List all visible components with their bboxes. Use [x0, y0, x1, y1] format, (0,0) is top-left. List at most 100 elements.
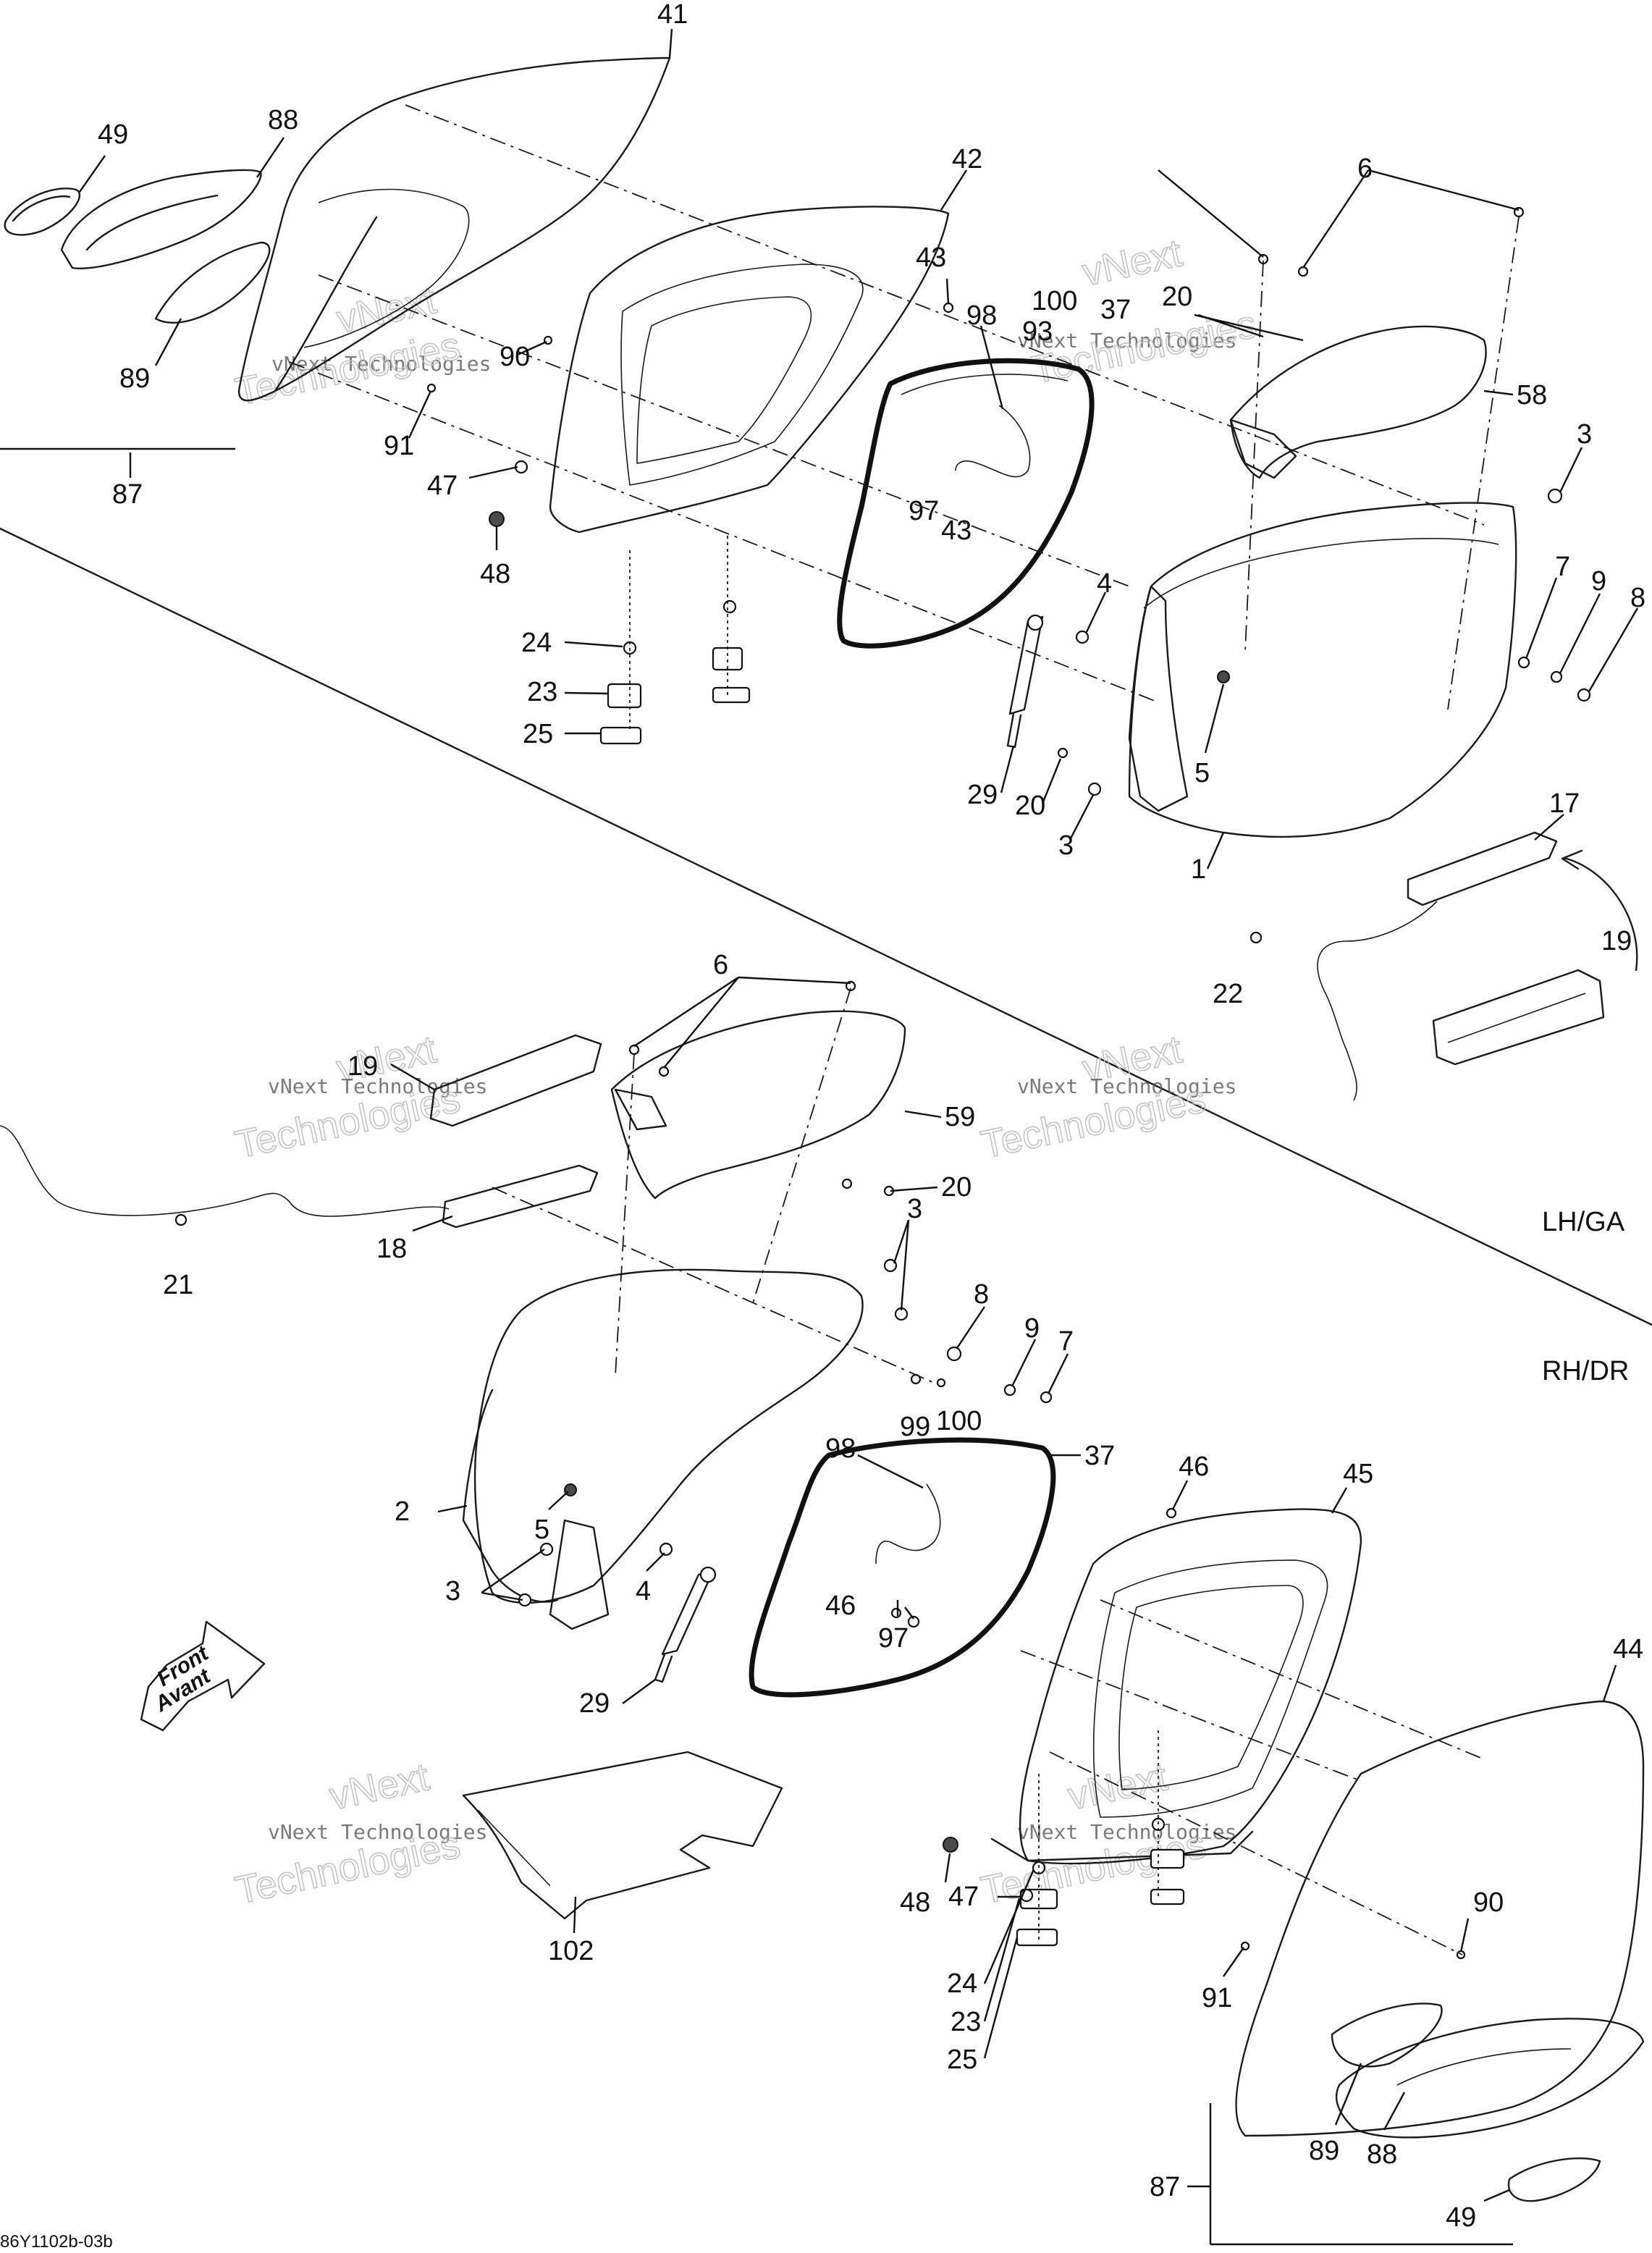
centerline-top-3 — [289, 361, 1159, 703]
part-25-hinge-bottom-2 — [1150, 1888, 1185, 1905]
callout-87: 87 — [112, 479, 143, 510]
part-4-stud-bottom — [659, 1542, 673, 1557]
callout-88: 88 — [268, 105, 298, 135]
centerline-top-1 — [405, 104, 1485, 526]
callout-100-lower: 100 — [936, 1406, 982, 1436]
callout-23: 23 — [527, 677, 557, 707]
part-20-screw-top — [1057, 747, 1069, 759]
callout-20: 20 — [1162, 282, 1192, 312]
part-18-latch-cable — [0, 1125, 450, 1217]
callout-59: 59 — [945, 1102, 975, 1132]
callout-49-lower: 49 — [1446, 2202, 1476, 2233]
lh-label: LH/GA — [1542, 1207, 1625, 1237]
part-98-wire-bottom — [875, 1483, 941, 1565]
callout-89: 89 — [119, 363, 150, 394]
centerline-bottom-4 — [1020, 1650, 1362, 1782]
callout-22: 22 — [1213, 979, 1243, 1009]
part-9-washer-top — [1550, 670, 1563, 683]
callout-5-lower: 5 — [534, 1515, 549, 1545]
part-41-lid-inner — [303, 188, 470, 348]
callout-47: 47 — [427, 471, 458, 501]
part-25-hinge-top — [599, 726, 642, 745]
part-97-connector-bottom — [907, 1615, 920, 1628]
part-3-clip-bottom — [883, 1258, 898, 1273]
part-44-lid-shell — [1235, 1700, 1645, 2137]
part-1-saddlebag-body-lh-rim — [1143, 538, 1499, 609]
watermark-big-1: vNext — [326, 1755, 433, 1818]
part-42-lid-frame-window — [636, 296, 812, 464]
part-25-hinge-top-2 — [712, 686, 751, 704]
callout-24-lower: 24 — [947, 1968, 977, 1999]
part-6-screw-bottom-2 — [658, 1066, 670, 1077]
part-45-lid-frame — [1019, 1508, 1362, 1865]
part-19-latch-cover-top — [1432, 969, 1605, 1066]
part-6-screw-top-2 — [1297, 266, 1309, 277]
part-37-seal-bottom — [749, 1437, 1056, 1698]
part-29-strut-top — [1006, 615, 1044, 749]
callout-48-lower: 48 — [900, 1887, 930, 1918]
callout-49: 49 — [98, 119, 128, 150]
callout-19-lower: 19 — [347, 1051, 378, 1082]
callout-7: 7 — [1555, 552, 1570, 582]
part-8-nut-bottom — [946, 1346, 962, 1362]
callout-43: 43 — [916, 243, 946, 273]
watermark-small: vNext Technologies — [268, 1820, 487, 1844]
callout-18: 18 — [376, 1234, 407, 1264]
part-37-seal-top — [837, 358, 1095, 649]
callout-21: 21 — [163, 1270, 193, 1300]
centerline-bottom-6 — [752, 987, 851, 1304]
callout-46-lower: 46 — [825, 1591, 856, 1621]
watermark-small: vNext Technologies — [1017, 329, 1236, 353]
callout-24: 24 — [521, 628, 552, 658]
part-29-strut-bottom — [654, 1570, 715, 1683]
part-21-clip — [174, 1213, 187, 1226]
callout-58: 58 — [1517, 380, 1547, 410]
part-89-reflector-left — [154, 241, 271, 324]
callout-25: 25 — [523, 719, 553, 749]
part-19-latch-cover-top-inner — [1447, 993, 1586, 1043]
diagram-code: 86Y1102b-03b — [0, 2232, 113, 2252]
callout-3: 3 — [1577, 419, 1592, 450]
part-29-strut-top-end — [1027, 614, 1044, 631]
part-17-latch-cable — [1317, 901, 1438, 1101]
front-direction-arrow: Front Avant — [140, 1620, 266, 1732]
centerline-top-4 — [1244, 260, 1264, 652]
centerline-bottom-3 — [1049, 1751, 1463, 1955]
part-2-saddlebag-body-rh — [473, 1268, 864, 1604]
callout-37-lower: 37 — [1084, 1441, 1115, 1471]
part-100-fastener-bottom — [936, 1378, 946, 1388]
callout-43-lower: 43 — [941, 515, 972, 546]
callout-41: 41 — [657, 0, 688, 30]
part-89-reflector-right — [1331, 2003, 1443, 2068]
part-98-wire-top — [955, 405, 1031, 478]
part-49-gasket-left — [4, 188, 81, 236]
callout-102: 102 — [548, 1936, 594, 1966]
part-49-gasket-right — [1507, 2157, 1601, 2202]
part-88-lens-housing-left — [60, 169, 262, 269]
centerline-bottom-2 — [1100, 1599, 1485, 1760]
part-46-screw-bottom-2 — [890, 1607, 902, 1619]
part-2-saddlebag-body-rh-face — [462, 1389, 559, 1603]
watermark-small: vNext Technologies — [1017, 1820, 1236, 1844]
part-88-lens-housing-right — [1335, 2018, 1645, 2139]
callout-45: 45 — [1343, 1459, 1373, 1489]
callout-9: 9 — [1591, 566, 1606, 597]
part-2-saddlebag-flange — [549, 1519, 610, 1630]
callout-29: 29 — [967, 780, 998, 810]
callout-100: 100 — [1032, 286, 1077, 316]
part-102-floor-mat — [462, 1751, 783, 1920]
part-45-lid-frame-inner — [1092, 1559, 1328, 1818]
part-3-clip-top-2 — [1087, 782, 1102, 796]
callout-4-lower: 4 — [636, 1576, 651, 1606]
callout-3-bottom: 3 — [907, 1194, 922, 1224]
front-arrow-shape — [140, 1620, 266, 1732]
part-3-clip-bottom-3 — [539, 1542, 554, 1557]
part-17-latch-arrowhead — [1561, 849, 1583, 870]
watermark-bottom-left: vNext vNext Technologies Technologies — [231, 1755, 487, 1913]
part-24-screw-top-2 — [722, 599, 737, 614]
part-8-nut-top — [1577, 688, 1591, 702]
callout-98-lower: 98 — [825, 1433, 856, 1464]
callout-91-lower: 91 — [1202, 1983, 1232, 2013]
part-48-nut-bottom — [943, 1837, 958, 1853]
